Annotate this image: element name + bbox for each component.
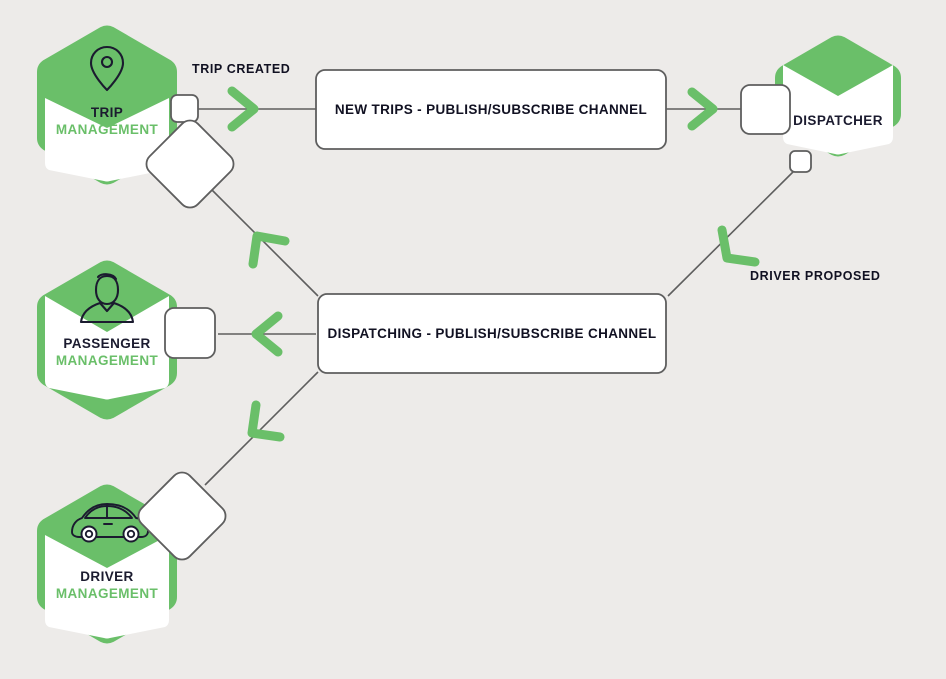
person-icon bbox=[79, 273, 135, 324]
diamond-driver-management[interactable] bbox=[134, 468, 230, 564]
passenger-hexagon-banner bbox=[45, 296, 169, 400]
arrowhead-to-passenger bbox=[251, 311, 283, 357]
channel-label-new-trips: NEW TRIPS - PUBLISH/SUBSCRIBE CHANNEL bbox=[334, 102, 648, 117]
edge-label-driver-proposed: DRIVER PROPOSED bbox=[750, 269, 881, 283]
edge-label-trip-created: TRIP CREATED bbox=[192, 62, 291, 76]
port-dispatcher-bottom[interactable] bbox=[789, 150, 812, 173]
node-trip-management[interactable] bbox=[37, 25, 177, 185]
port-passenger-management[interactable] bbox=[164, 307, 216, 359]
channel-label-dispatching: DISPATCHING - PUBLISH/SUBSCRIBE CHANNEL bbox=[327, 326, 657, 341]
port-dispatcher-left[interactable] bbox=[740, 84, 791, 135]
node-dispatcher[interactable] bbox=[775, 35, 901, 157]
arrowhead-trip-created bbox=[227, 86, 259, 132]
arrowhead-driver-proposed bbox=[717, 225, 760, 267]
arrowhead-into-dispatcher bbox=[687, 87, 718, 131]
channel-boxes bbox=[315, 69, 667, 374]
map-pin-icon bbox=[89, 45, 125, 92]
car-icon bbox=[71, 503, 149, 543]
channel-box-dispatching[interactable] bbox=[317, 293, 667, 374]
line-dispatcher-to-dispatching bbox=[667, 166, 799, 297]
ports bbox=[164, 84, 812, 359]
driver-hexagon-banner bbox=[45, 535, 169, 639]
port-trip-management[interactable] bbox=[170, 94, 199, 123]
node-passenger-management[interactable] bbox=[37, 260, 177, 420]
diamond-trip-management[interactable] bbox=[142, 116, 238, 212]
channel-box-new-trips[interactable] bbox=[315, 69, 667, 150]
trip-hexagon-banner bbox=[45, 98, 169, 182]
line-dispatching-to-driver bbox=[204, 371, 319, 486]
connector-lines bbox=[188, 108, 799, 486]
arrowhead-to-trip-management bbox=[248, 231, 290, 269]
diamond-ports bbox=[134, 116, 238, 564]
arrowhead-to-driver bbox=[247, 400, 285, 442]
dispatcher-hexagon-banner bbox=[783, 65, 893, 155]
arrowheads bbox=[227, 86, 760, 442]
